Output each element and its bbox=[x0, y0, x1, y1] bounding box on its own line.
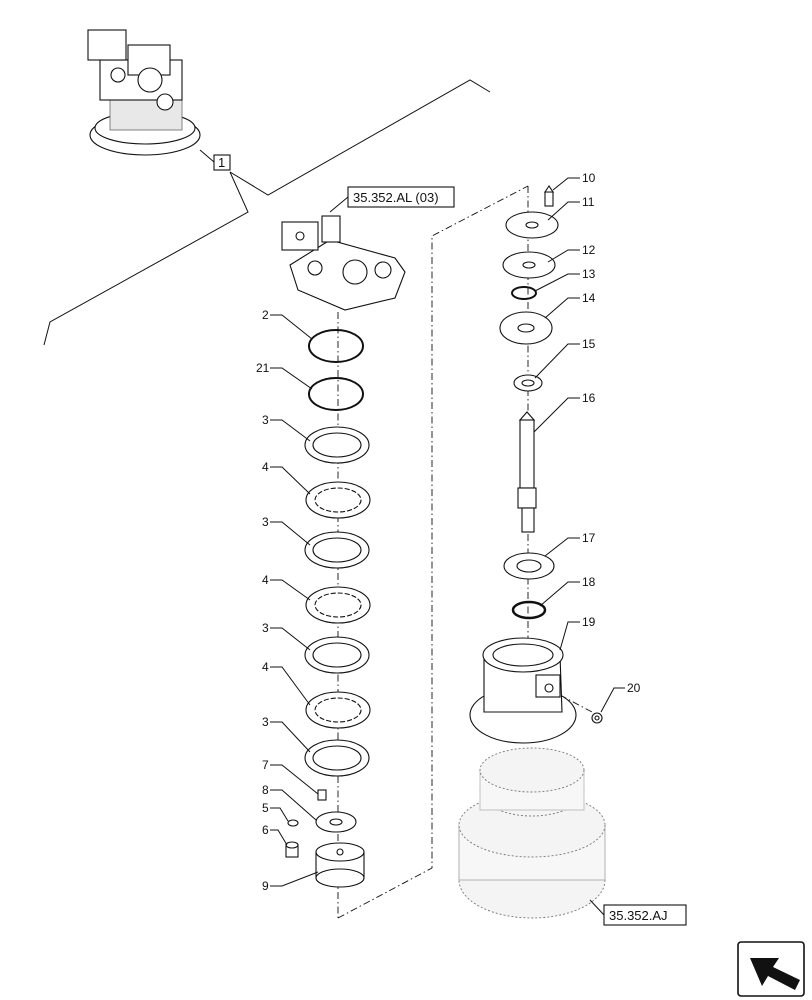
label-7: 7 bbox=[262, 758, 269, 772]
label-13: 13 bbox=[582, 267, 596, 281]
bearing-17 bbox=[503, 552, 555, 580]
arrow-icon[interactable] bbox=[737, 941, 805, 997]
label-5: 5 bbox=[262, 801, 269, 815]
label-6: 6 bbox=[262, 823, 269, 837]
label-20: 20 bbox=[627, 681, 641, 695]
label-17: 17 bbox=[582, 531, 596, 545]
label-4b: 4 bbox=[262, 573, 269, 587]
plate-3c bbox=[304, 636, 370, 674]
label-3c: 3 bbox=[262, 621, 269, 635]
o-ring-2 bbox=[308, 329, 364, 363]
plate-12 bbox=[502, 251, 556, 279]
plate-4a bbox=[305, 481, 371, 519]
label-3b: 3 bbox=[262, 515, 269, 529]
plate-3d bbox=[304, 739, 370, 777]
reference-bottom[interactable]: 35.352.AJ bbox=[609, 908, 668, 923]
o-ring-21 bbox=[308, 377, 364, 411]
plate-3b bbox=[304, 531, 370, 569]
label-4c: 4 bbox=[262, 660, 269, 674]
leader-lines bbox=[270, 177, 625, 887]
plate-3a bbox=[304, 426, 370, 464]
assembly-thumbnail[interactable] bbox=[87, 29, 201, 156]
valve-block bbox=[281, 215, 406, 311]
label-3d: 3 bbox=[262, 715, 269, 729]
label-11: 11 bbox=[582, 195, 595, 209]
label-14: 14 bbox=[582, 291, 596, 305]
cylinder-block-9 bbox=[315, 842, 365, 888]
collar-6 bbox=[285, 841, 299, 858]
gear-housing-reference bbox=[458, 747, 606, 919]
plate-4b bbox=[305, 586, 371, 624]
label-9: 9 bbox=[262, 879, 269, 893]
assembly-callout[interactable]: 1 bbox=[218, 155, 225, 170]
washer-5 bbox=[287, 819, 299, 827]
pin-10 bbox=[543, 185, 555, 207]
plate-11 bbox=[505, 211, 559, 239]
label-16: 16 bbox=[582, 391, 596, 405]
label-12: 12 bbox=[582, 243, 596, 257]
bearing-15 bbox=[513, 374, 543, 392]
retainer-plate-8 bbox=[315, 811, 357, 833]
label-19: 19 bbox=[582, 615, 596, 629]
label-2: 2 bbox=[262, 308, 269, 322]
label-21: 21 bbox=[256, 361, 270, 375]
label-3a: 3 bbox=[262, 413, 269, 427]
piston-plate-14 bbox=[499, 311, 553, 345]
label-15: 15 bbox=[582, 337, 596, 351]
plug-20 bbox=[591, 712, 603, 724]
washer-13 bbox=[511, 286, 537, 300]
label-8: 8 bbox=[262, 783, 269, 797]
housing-19 bbox=[469, 637, 577, 744]
plate-4c bbox=[305, 691, 371, 729]
o-ring-18 bbox=[511, 600, 547, 620]
label-18: 18 bbox=[582, 575, 596, 589]
pin-7 bbox=[317, 789, 327, 801]
label-10: 10 bbox=[582, 171, 596, 185]
shaft-16 bbox=[517, 411, 537, 533]
label-4a: 4 bbox=[262, 460, 269, 474]
reference-top[interactable]: 35.352.AL (03) bbox=[353, 190, 439, 205]
